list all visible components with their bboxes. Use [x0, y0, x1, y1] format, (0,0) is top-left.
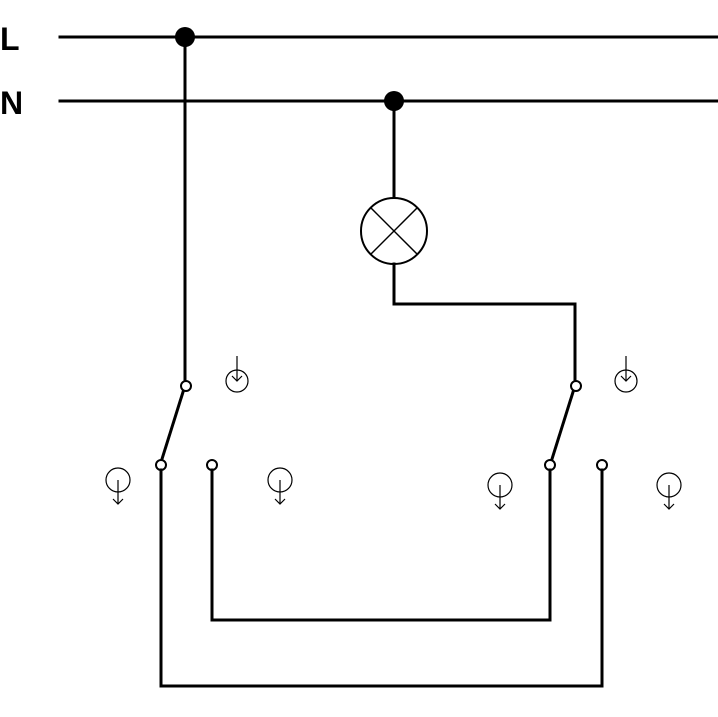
- traveller-wire-outer: [159, 468, 604, 688]
- switch-1: [155, 380, 218, 471]
- live-line-label: L: [0, 21, 20, 57]
- neutral-line-label: N: [0, 85, 23, 121]
- lamp-icon: [360, 197, 428, 265]
- contact-indicator-icon: [225, 356, 249, 393]
- contact-indicator-icon: [105, 467, 131, 505]
- traveller-wire-inner: [210, 468, 552, 622]
- switch-2: [544, 380, 608, 471]
- contact-indicator-icon: [267, 467, 293, 505]
- contact-indicator-icon: [614, 356, 638, 393]
- switch-2-common-terminal-icon: [570, 380, 582, 392]
- switch-1-common-terminal-icon: [180, 380, 192, 392]
- contact-indicator-icon: [656, 472, 682, 510]
- contact-indicator-icon: [487, 472, 513, 510]
- switch-1-lever: [160, 390, 185, 461]
- lamp-to-switch2-wire: [392, 262, 577, 383]
- switch-2-lever: [550, 390, 575, 461]
